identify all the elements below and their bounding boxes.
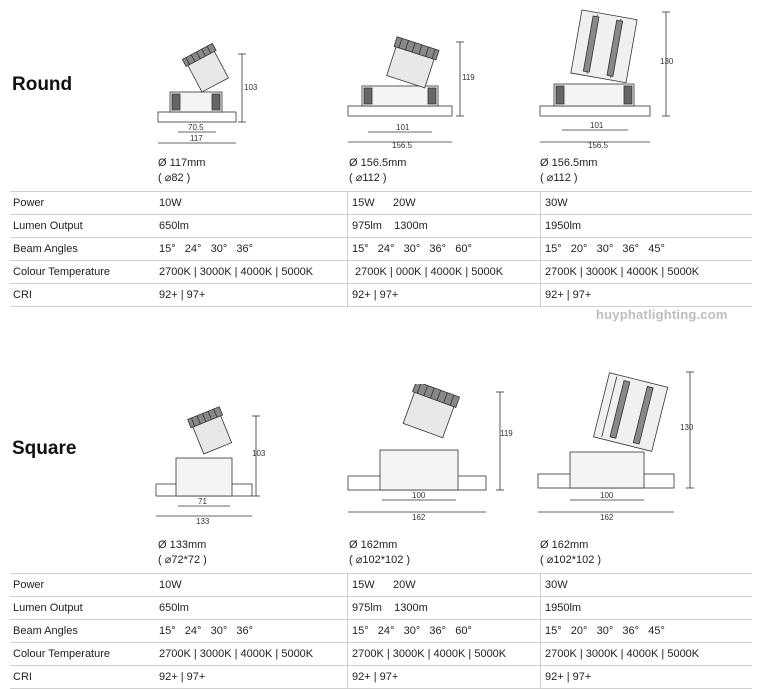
round-3-outer-width-label: 156.5 bbox=[588, 141, 609, 150]
square-3-inner-width-label: 100 bbox=[600, 491, 614, 500]
cell-value: 92+ | 97+ bbox=[347, 283, 541, 307]
square-2-height-label: 119 bbox=[500, 429, 513, 438]
cell-value: 650lm bbox=[156, 214, 348, 238]
cell-value: 2700K | 3000K | 4000K | 5000K bbox=[347, 642, 541, 666]
cell-value: 92+ | 97+ bbox=[156, 283, 348, 307]
cell-value: 92+ | 97+ bbox=[347, 665, 541, 689]
table-row: CRI 92+ | 97+ 92+ | 97+ 92+ | 97+ bbox=[10, 665, 752, 689]
round-cutout-2-diameter: Ø 156.5mm bbox=[349, 157, 407, 169]
round-2-outer-width-label: 156.5 bbox=[392, 141, 413, 150]
cell-value: 2700K | 3000K | 4000K | 5000K bbox=[540, 642, 752, 666]
square-cutout-1-diameter: Ø 133mm bbox=[158, 539, 207, 551]
square-1-height-label: 103 bbox=[252, 449, 266, 458]
row-label: Beam Angles bbox=[10, 619, 156, 643]
cell-value: 2700K | 3000K | 4000K | 5000K bbox=[540, 260, 752, 284]
square-1-inner-width-label: 71 bbox=[198, 497, 207, 506]
row-label: Lumen Output bbox=[10, 214, 156, 238]
cell-value: 10W bbox=[156, 191, 348, 215]
row-label: Beam Angles bbox=[10, 237, 156, 261]
cell-value: 2700K | 3000K | 4000K | 5000K bbox=[156, 260, 348, 284]
cell-value: 92+ | 97+ bbox=[540, 283, 752, 307]
cell-value: 30W bbox=[540, 191, 752, 215]
cell-value: 975lm 1300m bbox=[347, 596, 541, 620]
round-1-height-label: 103 bbox=[244, 83, 258, 92]
round-cutout-1: Ø 117mm ( ⌀82 ) bbox=[158, 156, 205, 186]
round-drawing-3: 130 101 156.5 bbox=[539, 9, 674, 150]
table-row: Colour Temperature 2700K | 3000K | 4000K… bbox=[10, 260, 752, 284]
square-3-height-label: 130 bbox=[680, 423, 694, 432]
cell-value: 1950lm bbox=[540, 596, 752, 620]
watermark: huyphatlighting.com bbox=[596, 307, 728, 322]
cell-value: 15° 20° 30° 36° 45° bbox=[540, 237, 752, 261]
table-row: Lumen Output 650lm 975lm 1300m 1950lm bbox=[10, 596, 752, 620]
round-3-height-label: 130 bbox=[660, 57, 674, 66]
square-cutout-2-diameter: Ø 162mm bbox=[349, 539, 398, 551]
table-row: Lumen Output 650lm 975lm 1300m 1950lm bbox=[10, 214, 752, 238]
square-drawing-1: 103 71 133 bbox=[155, 406, 266, 524]
round-cutout-3-cut: ( ⌀112 ) bbox=[540, 172, 578, 184]
square-cutout-2-cut: ( ⌀102*102 ) bbox=[349, 554, 411, 566]
cell-value: 650lm bbox=[156, 596, 348, 620]
cell-value: 15° 24° 30° 36° 60° bbox=[347, 619, 541, 643]
table-row: Colour Temperature 2700K | 3000K | 4000K… bbox=[10, 642, 752, 666]
table-row: Power 10W 15W 20W 30W bbox=[10, 573, 752, 597]
round-2-inner-width-label: 101 bbox=[396, 123, 410, 132]
round-1-inner-width-label: 70.5 bbox=[188, 123, 204, 132]
round-cutout-1-cut: ( ⌀82 ) bbox=[158, 172, 191, 184]
cell-value: 15W 20W bbox=[347, 573, 541, 597]
cell-value: 2700K | 3000K | 4000K | 5000K bbox=[156, 642, 348, 666]
square-cutout-3: Ø 162mm ( ⌀102*102 ) bbox=[540, 538, 601, 568]
cell-value: 92+ | 97+ bbox=[156, 665, 348, 689]
round-cutout-3: Ø 156.5mm ( ⌀112 ) bbox=[540, 156, 597, 186]
cell-value: 10W bbox=[156, 573, 348, 597]
round-cutout-1-diameter: Ø 117mm bbox=[158, 157, 206, 169]
round-cutout-2-cut: ( ⌀112 ) bbox=[349, 172, 387, 184]
square-cutout-2: Ø 162mm ( ⌀102*102 ) bbox=[349, 538, 410, 568]
cell-value: 15W 20W bbox=[347, 191, 541, 215]
cell-value: 2700K | 000K | 4000K | 5000K bbox=[347, 260, 541, 284]
cell-value: 15° 20° 30° 36° 45° bbox=[540, 619, 752, 643]
square-cutout-3-diameter: Ø 162mm bbox=[540, 539, 589, 551]
square-2-inner-width-label: 100 bbox=[412, 491, 426, 500]
table-row: Beam Angles 15° 24° 30° 36° 15° 24° 30° … bbox=[10, 619, 752, 643]
row-label: Lumen Output bbox=[10, 596, 156, 620]
cell-value: 1950lm bbox=[540, 214, 752, 238]
table-row: Power 10W 15W 20W 30W bbox=[10, 191, 752, 215]
round-3-inner-width-label: 101 bbox=[590, 121, 604, 130]
square-spec-table: Power 10W 15W 20W 30W Lumen Output 650lm… bbox=[10, 573, 752, 689]
row-label: Power bbox=[10, 191, 156, 215]
square-cutout-1: Ø 133mm ( ⌀72*72 ) bbox=[158, 538, 207, 568]
round-section-title: Round bbox=[12, 74, 73, 95]
square-drawing-3: 130 100 162 bbox=[537, 371, 694, 522]
round-2-height-label: 119 bbox=[462, 73, 475, 82]
round-1-outer-width-label: 117 bbox=[190, 134, 203, 143]
row-label: CRI bbox=[10, 283, 156, 307]
square-2-outer-width-label: 162 bbox=[412, 513, 426, 522]
square-3-outer-width-label: 162 bbox=[600, 513, 614, 522]
cell-value: 15° 24° 30° 36° 60° bbox=[347, 237, 541, 261]
square-cutout-3-cut: ( ⌀102*102 ) bbox=[540, 554, 602, 566]
square-drawing-2: 119 100 162 bbox=[347, 384, 513, 522]
cell-value: 92+ | 97+ bbox=[540, 665, 752, 689]
table-row: Beam Angles 15° 24° 30° 36° 15° 24° 30° … bbox=[10, 237, 752, 261]
square-1-outer-width-label: 133 bbox=[196, 517, 210, 524]
round-drawing-2: 119 101 156.5 bbox=[347, 36, 475, 150]
cell-value: 30W bbox=[540, 573, 752, 597]
square-section-title: Square bbox=[12, 438, 77, 459]
square-cutout-1-cut: ( ⌀72*72 ) bbox=[158, 554, 207, 566]
row-label: CRI bbox=[10, 665, 156, 689]
cell-value: 15° 24° 30° 36° bbox=[156, 237, 348, 261]
cell-value: 975lm 1300m bbox=[347, 214, 541, 238]
round-drawing-1: 103 70.5 117 bbox=[157, 42, 258, 144]
round-cutout-3-diameter: Ø 156.5mm bbox=[540, 157, 598, 169]
row-label: Power bbox=[10, 573, 156, 597]
row-label: Colour Temperature bbox=[10, 260, 156, 284]
cell-value: 15° 24° 30° 36° bbox=[156, 619, 348, 643]
round-cutout-2: Ø 156.5mm ( ⌀112 ) bbox=[349, 156, 406, 186]
row-label: Colour Temperature bbox=[10, 642, 156, 666]
table-row: CRI 92+ | 97+ 92+ | 97+ 92+ | 97+ bbox=[10, 283, 752, 307]
round-spec-table: Power 10W 15W 20W 30W Lumen Output 650lm… bbox=[10, 191, 752, 307]
